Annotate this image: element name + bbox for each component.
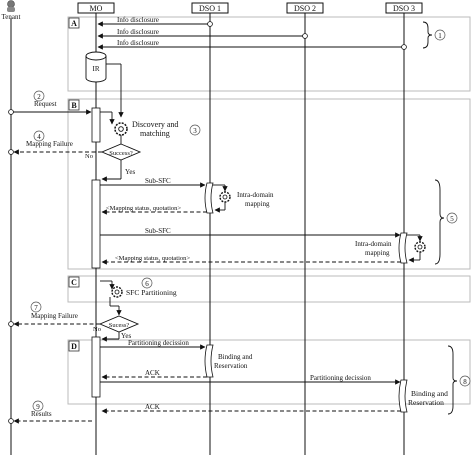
mo-activation-2 (91, 179, 101, 269)
section-a-box (67, 16, 471, 92)
label-intra-3b: mapping (365, 249, 390, 257)
label-sub-sfc-2: Sub-SFC (145, 227, 171, 235)
label-yes-2: Yes (121, 332, 131, 340)
section-d-label: D (68, 340, 80, 352)
label-sfc-partitioning: SFC Partitioning (126, 288, 177, 297)
brace-5 (434, 179, 445, 265)
label-ack-1: ACK (145, 369, 160, 377)
gear-icon-intra-1 (219, 191, 231, 203)
svg-text:A: A (71, 19, 77, 28)
step-5-badge: 5 (446, 212, 458, 224)
label-partitioning-2: Partitioning decission (310, 374, 371, 382)
decision-success-2: Sucess? (98, 315, 140, 333)
svg-text:9: 9 (36, 403, 40, 411)
gear-icon-partitioning (111, 286, 123, 298)
header-dso1: DSO 1 (191, 2, 229, 14)
svg-text:7: 7 (34, 304, 38, 312)
label-mapping-status-1: <Mapping status, quotation> (106, 205, 181, 212)
label-binding-3b: Reservation (408, 398, 444, 407)
svg-text:5: 5 (450, 215, 454, 223)
svg-text:IR: IR (93, 65, 100, 73)
step-2-badge: 2 (33, 90, 45, 102)
section-d-box (67, 339, 471, 405)
step-4-badge: 4 (33, 130, 45, 142)
section-c-box (67, 275, 471, 303)
section-c-label: C (68, 276, 80, 288)
label-results: Results (31, 410, 52, 418)
section-b-label: B (68, 99, 80, 111)
label-info-3: Info disclosure (117, 39, 159, 47)
brace-1 (422, 21, 433, 49)
section-b-box (67, 98, 471, 270)
step-1-badge: 1 (434, 29, 446, 41)
header-dso3: DSO 3 (385, 2, 423, 14)
label-mapping-failure-2: Mapping Failure (31, 312, 78, 320)
label-binding-3a: Binding and (411, 389, 448, 398)
step-9-badge: 9 (32, 400, 44, 412)
label-intra-1a: Intra-domain (237, 191, 274, 199)
label-intra-1b: mapping (245, 200, 270, 208)
step-7-badge: 7 (30, 301, 42, 313)
label-matching: matching (140, 129, 170, 138)
label-sub-sfc-1: Sub-SFC (145, 177, 171, 185)
label-ack-2: ACK (145, 403, 160, 411)
gear-icon-intra-3 (414, 241, 426, 253)
svg-text:3: 3 (193, 127, 197, 135)
svg-text:MO: MO (90, 4, 103, 13)
step-8-badge: 8 (459, 375, 471, 387)
label-mapping-failure-1: Mapping Failure (26, 140, 73, 148)
dso3-activation-d (398, 379, 408, 413)
header-dso2: DSO 2 (286, 2, 324, 14)
tenant-actor-icon (7, 0, 15, 12)
label-no-2: No (93, 326, 101, 333)
label-intra-3a: Intra-domain (355, 240, 392, 248)
svg-text:D: D (71, 342, 77, 351)
gear-icon-discovery (114, 122, 128, 136)
label-partitioning-1: Partitioning decission (128, 339, 189, 347)
mo-activation-3 (91, 336, 101, 398)
tenant-label: Tenant (2, 13, 21, 21)
label-info-2: Info disclosure (117, 28, 159, 36)
decision-success-1: Success? (100, 143, 142, 161)
dso1-activation-d (204, 344, 214, 378)
svg-text:2: 2 (37, 93, 41, 101)
svg-text:Sucess?: Sucess? (109, 322, 130, 329)
svg-text:4: 4 (37, 133, 41, 141)
svg-text:C: C (71, 278, 77, 287)
svg-text:8: 8 (463, 378, 467, 386)
label-info-1: Info disclosure (117, 16, 159, 24)
dso3-activation-b (398, 232, 408, 264)
svg-text:Success?: Success? (109, 150, 133, 157)
dso1-activation-b (204, 182, 214, 214)
ir-database-icon: IR (85, 51, 107, 83)
label-yes-1: Yes (125, 168, 135, 176)
label-request: Request (34, 100, 57, 108)
section-a-label: A (68, 17, 80, 29)
svg-text:1: 1 (438, 32, 442, 40)
label-binding-1a: Binding and (218, 353, 253, 361)
header-mo: MO (77, 2, 115, 14)
label-binding-1b: Reservation (214, 362, 248, 370)
svg-text:DSO 3: DSO 3 (393, 4, 415, 13)
step-3-badge: 3 (189, 124, 201, 136)
step-6-badge: 6 (141, 277, 153, 289)
svg-text:DSO 1: DSO 1 (199, 4, 221, 13)
label-mapping-status-2: <Mapping status, quotation> (115, 255, 190, 262)
label-no-1: No (85, 153, 93, 160)
label-discovery: Discovery and (132, 120, 178, 129)
brace-8 (447, 345, 458, 415)
svg-text:6: 6 (145, 280, 149, 288)
svg-text:DSO 2: DSO 2 (294, 4, 316, 13)
svg-text:B: B (71, 101, 77, 110)
mo-activation-1 (91, 107, 101, 143)
